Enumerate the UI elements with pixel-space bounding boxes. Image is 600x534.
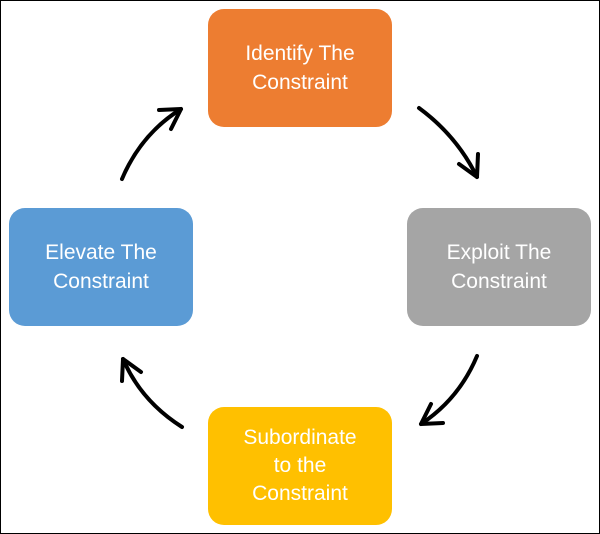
elevate-constraint-label: Elevate The Constraint	[45, 241, 157, 293]
exploit-constraint-box: Exploit The Constraint	[407, 208, 591, 326]
exploit-constraint-label: Exploit The Constraint	[446, 241, 552, 293]
arrow-exploit-to-subordinate	[419, 354, 479, 426]
arrow-subordinate-to-elevate	[121, 357, 184, 429]
subordinate-constraint-box: Subordinate to the Constraint	[208, 407, 392, 525]
subordinate-constraint-label: Subordinate to the Constraint	[243, 426, 357, 505]
arrowhead-elevate-to-identify	[157, 107, 183, 131]
arrowhead-subordinate-to-elevate	[120, 357, 143, 383]
identify-constraint-label: Identify The Constraint	[245, 42, 355, 94]
arrowhead-exploit-to-subordinate	[419, 402, 445, 426]
arrowhead-identify-to-exploit	[457, 152, 480, 179]
identify-constraint-box: Identify The Constraint	[208, 9, 392, 127]
arrow-elevate-to-identify	[120, 107, 183, 181]
elevate-constraint-box: Elevate The Constraint	[9, 208, 193, 326]
arrow-identify-to-exploit	[417, 106, 479, 179]
